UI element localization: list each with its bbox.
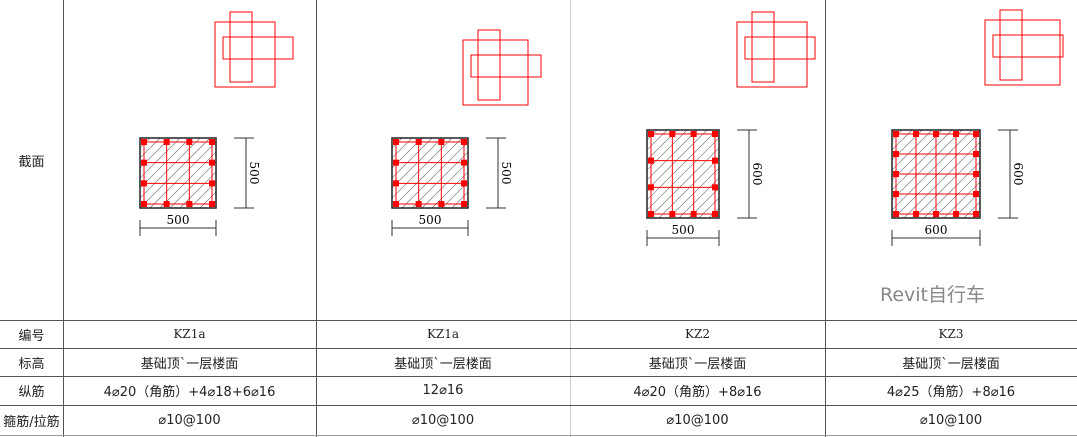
width-dimension: 500 <box>672 223 695 237</box>
cell-longitudinal: 4⌀20（角筋）+4⌀18+6⌀16 <box>103 385 276 400</box>
rebar <box>690 211 697 217</box>
rebar <box>141 201 147 207</box>
divider <box>63 0 64 437</box>
divider <box>825 0 826 437</box>
rebar <box>141 139 147 145</box>
rebar <box>393 180 399 187</box>
height-dimension: 500 <box>499 162 513 185</box>
rebar <box>669 211 676 217</box>
column-section-drawing: 600 600 <box>891 9 1064 246</box>
hatch <box>140 138 216 208</box>
rebar <box>209 201 215 207</box>
cell-id: KZ2 <box>685 327 710 341</box>
cell-elevation: 基础顶`一层楼面 <box>140 356 239 372</box>
width-dimension: 500 <box>419 213 442 227</box>
rebar <box>712 211 718 217</box>
hatch <box>392 138 468 208</box>
cell-id: KZ1a <box>426 327 460 341</box>
rebar <box>415 201 422 207</box>
divider <box>316 0 317 437</box>
column-outline <box>891 129 981 219</box>
column-section-drawing: 500 500 <box>139 11 294 236</box>
rebar <box>163 201 170 207</box>
rebar <box>438 201 445 207</box>
rebar <box>893 131 899 137</box>
height-dimension: 600 <box>750 163 764 186</box>
column-outline <box>391 137 469 209</box>
rebar <box>186 201 193 207</box>
rebar <box>648 211 654 217</box>
rebar <box>461 201 467 207</box>
rebar <box>893 151 899 157</box>
cell-id: KZ3 <box>938 327 964 341</box>
width-dimension: 500 <box>167 213 190 227</box>
divider <box>0 320 1077 321</box>
divider <box>0 376 1077 377</box>
cell-longitudinal: 4⌀20（角筋）+8⌀16 <box>633 385 762 400</box>
cell-stirrup: ⌀10@100 <box>666 412 729 428</box>
divider <box>570 0 571 437</box>
cell-stirrup: ⌀10@100 <box>411 412 475 428</box>
rebar <box>953 211 959 217</box>
rebar <box>393 159 399 166</box>
stirrup-detail <box>214 11 294 88</box>
rebar <box>893 211 899 217</box>
column-outline <box>139 137 217 209</box>
rebar <box>393 201 399 207</box>
divider <box>0 348 1077 349</box>
label-section: 截面 <box>18 154 45 170</box>
rebar <box>893 171 899 177</box>
label-elevation: 标高 <box>18 356 45 372</box>
divider <box>0 405 1077 406</box>
height-dimension: 500 <box>247 162 261 185</box>
rebar <box>893 191 899 197</box>
rebar <box>648 157 654 164</box>
cell-stirrup: ⌀10@100 <box>158 412 221 428</box>
column-section-drawing: 500 500 <box>391 29 542 236</box>
rebar <box>973 211 979 217</box>
height-dimension: 600 <box>1011 163 1025 186</box>
rebar <box>141 180 147 187</box>
stirrup-detail <box>462 29 542 106</box>
stirrup-detail <box>984 9 1064 86</box>
rebar <box>648 184 654 191</box>
watermark: Revit自行车 <box>880 284 986 306</box>
rebar <box>393 139 399 145</box>
rebar <box>648 131 654 137</box>
rebar <box>913 211 919 217</box>
rebar <box>141 159 147 166</box>
width-dimension: 600 <box>925 223 948 237</box>
cell-id: KZ1a <box>173 327 206 341</box>
label-longitudinal: 纵筋 <box>18 385 45 400</box>
cell-longitudinal: 4⌀25（角筋）+8⌀16 <box>886 385 1016 400</box>
cell-elevation: 基础顶`一层楼面 <box>902 356 1000 372</box>
cell-elevation: 基础顶`一层楼面 <box>394 356 492 372</box>
stirrup-detail <box>736 11 816 88</box>
cell-stirrup: ⌀10@100 <box>919 412 983 428</box>
cell-elevation: 基础顶`一层楼面 <box>648 356 747 372</box>
divider <box>0 435 1077 436</box>
label-id: 编号 <box>18 328 45 344</box>
column-outline <box>646 129 720 219</box>
label-stirrup: 箍筋/拉筋 <box>3 414 60 430</box>
cell-longitudinal: 12⌀16 <box>422 383 464 398</box>
rebar <box>933 211 939 217</box>
column-section-drawing: 500 600 <box>646 11 816 246</box>
